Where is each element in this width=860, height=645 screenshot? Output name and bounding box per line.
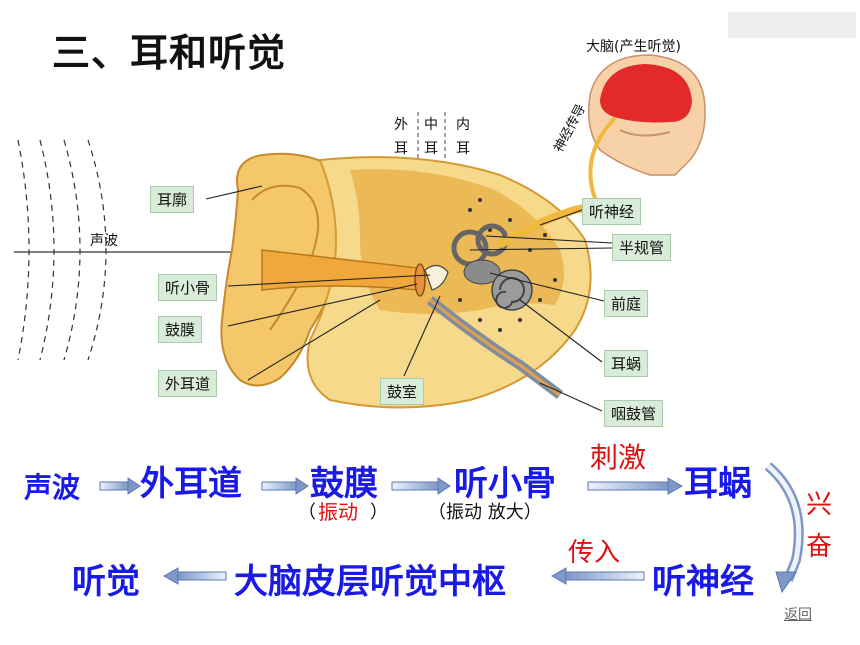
page-title: 三、耳和听觉 (52, 31, 287, 75)
sound-wave-arcs (17, 139, 107, 361)
flow-ear-canal: 外耳道 (140, 464, 242, 504)
vibration-open-paren: （ (298, 502, 316, 523)
back-link[interactable]: 返回 (784, 607, 812, 623)
right-arrow-3 (391, 477, 451, 495)
flow-excite-char-2: 奋 (806, 532, 833, 562)
ear-anatomy-illustration (14, 54, 706, 412)
right-arrow-1 (99, 477, 141, 495)
flow-cochlea: 耳蜗 (684, 464, 752, 504)
brain-label: 大脑(产生听觉) (586, 39, 681, 55)
label-eustachian-tube: 咽鼓管 (604, 400, 664, 427)
label-semicircular-canals: 半规管 (612, 234, 672, 261)
flow-hearing: 听觉 (72, 562, 140, 602)
region-middle-1: 中 (424, 117, 438, 133)
label-tympanic-cavity: 鼓室 (380, 378, 425, 405)
flow-excite-char-1: 兴 (806, 490, 833, 520)
flow-eardrum: 鼓膜 (310, 464, 378, 504)
left-arrow-1 (550, 567, 645, 585)
label-vestibule: 前庭 (604, 290, 649, 317)
header-placeholder (728, 12, 856, 38)
label-eardrum: 鼓膜 (158, 316, 203, 343)
flow-stimulus-label: 刺激 (590, 441, 647, 474)
vibration-close-paren: ） (370, 502, 388, 523)
region-inner-1: 内 (456, 117, 470, 133)
left-arrow-2 (162, 567, 227, 585)
region-outer-2: 耳 (394, 141, 408, 157)
curved-down-arrow (764, 462, 804, 594)
region-outer-1: 外 (394, 117, 408, 133)
right-arrow-2 (261, 477, 309, 495)
label-ear-canal: 外耳道 (158, 370, 218, 397)
label-auditory-nerve: 听神经 (582, 198, 642, 225)
label-pinna: 耳廓 (150, 186, 195, 213)
flow-auditory-nerve: 听神经 (652, 562, 754, 602)
vibration-amplify-label: （振动 放大） (428, 502, 542, 523)
region-inner-2: 耳 (456, 141, 470, 157)
vibration-label: 振动 (318, 500, 358, 524)
region-middle-2: 耳 (424, 141, 438, 157)
flow-arrows (99, 462, 804, 594)
label-cochlea: 耳蜗 (604, 350, 649, 377)
flow-ossicles: 听小骨 (454, 464, 556, 504)
label-ossicles: 听小骨 (158, 274, 218, 301)
right-arrow-4 (587, 477, 684, 495)
sound-wave-label: 声波 (90, 233, 118, 249)
flow-sound-wave: 声波 (24, 471, 81, 504)
flow-transmit-label: 传入 (568, 538, 621, 568)
flow-auditory-cortex: 大脑皮层听觉中枢 (234, 562, 506, 602)
